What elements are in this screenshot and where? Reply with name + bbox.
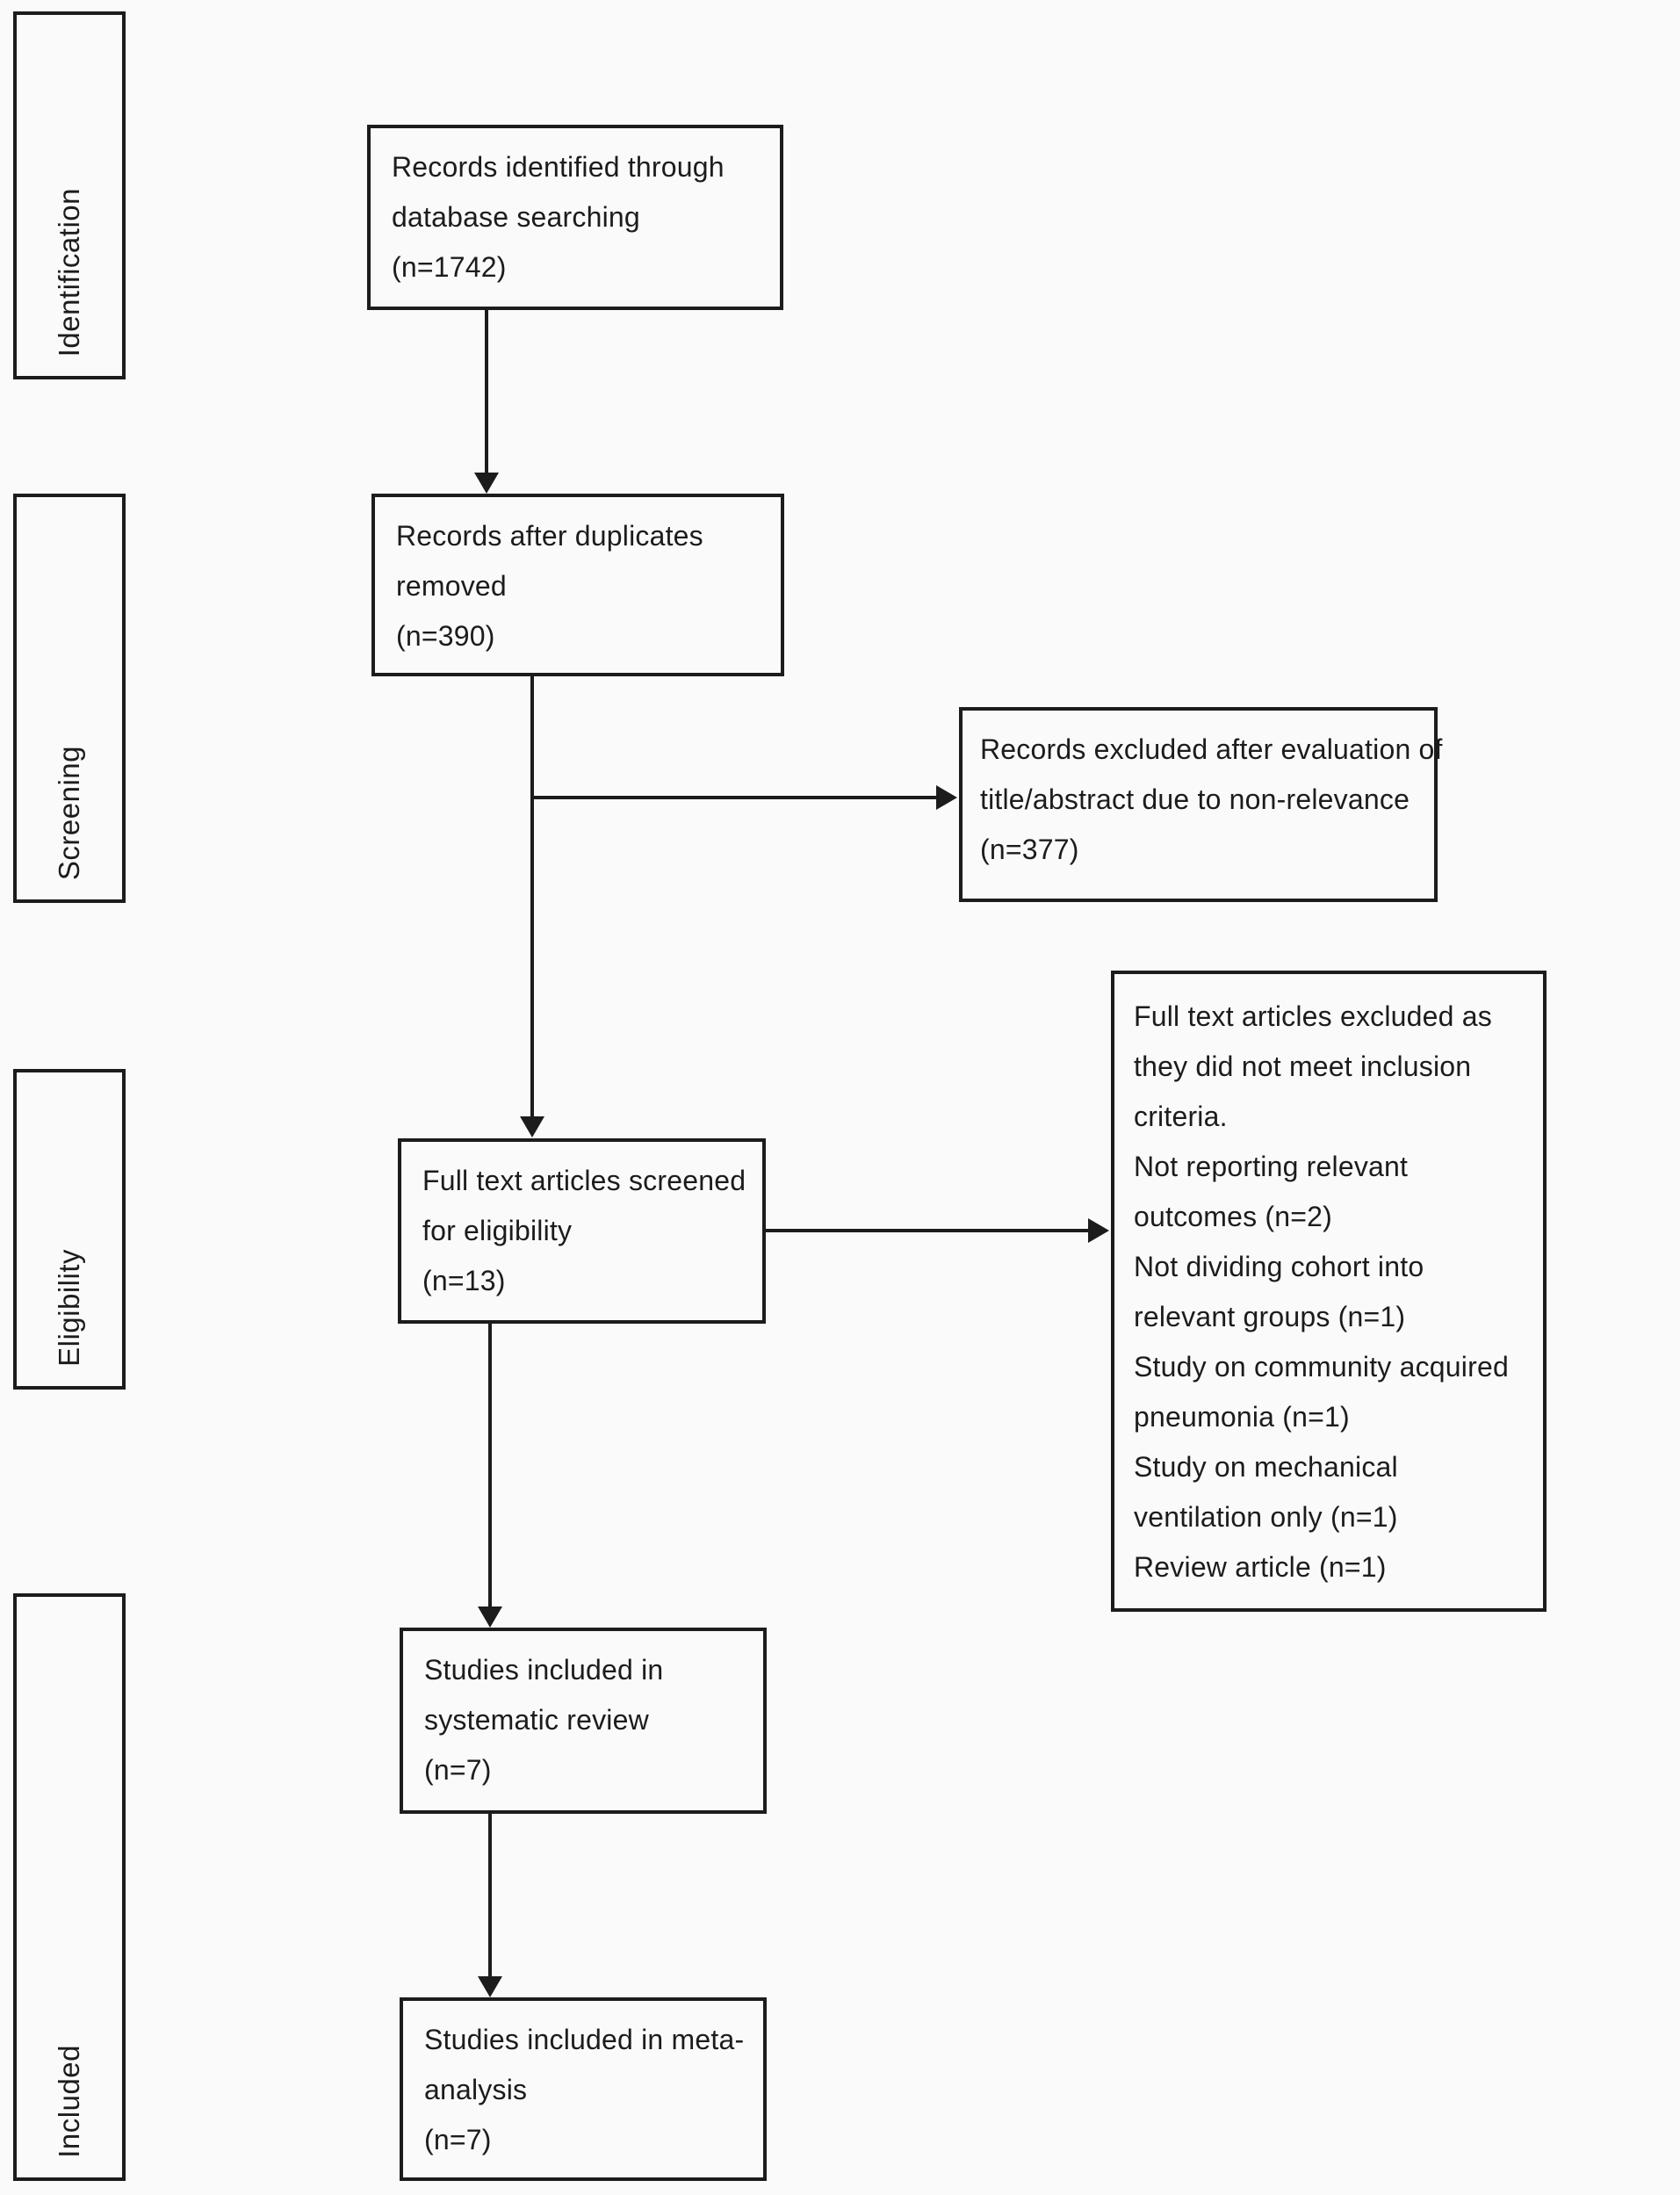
arrow-identified-to-deduplicated-line [485,310,488,473]
arrow-sysreview-to-meta-line [488,1814,492,1976]
box-text-line: (n=390) [396,620,495,652]
stage-box-screening: Screening [13,494,126,903]
box-fulltext-excluded: Full text articles excluded as they did … [1111,971,1547,1612]
box-records-after-duplicates: Records after duplicates removed (n=390) [371,494,784,676]
stage-label-eligibility: Eligibility [53,1249,85,1367]
arrowhead-right-icon [936,785,957,810]
box-text-line: (n=7) [424,1754,492,1786]
box-systematic-review: Studies included in systematic review (n… [400,1628,767,1814]
box-text-line: Records after duplicates [396,520,703,552]
box-text-line: analysis [424,2074,528,2105]
box-text-line: Full text articles screened [422,1165,746,1196]
box-text-line: (n=377) [980,834,1079,865]
box-text-line: ventilation only (n=1) [1134,1501,1398,1533]
box-meta-analysis: Studies included in meta- analysis (n=7) [400,1997,767,2181]
arrow-branch-to-fulltext-excluded-line [766,1229,1090,1232]
stage-label-identification: Identification [53,187,85,357]
box-text-line: Records excluded after evaluation of [980,733,1443,765]
box-text-line: Study on mechanical [1134,1451,1398,1483]
box-text-line: (n=1742) [392,251,507,283]
box-records-identified: Records identified through database sear… [367,125,783,310]
box-text-line: criteria. [1134,1101,1228,1132]
stage-box-eligibility: Eligibility [13,1069,126,1390]
stage-box-identification: Identification [13,11,126,379]
box-text-line: relevant groups (n=1) [1134,1301,1406,1332]
arrowhead-down-icon [478,1976,502,1997]
box-text-line: (n=13) [422,1265,506,1296]
box-text-line: Studies included in [424,1654,664,1686]
box-text-line: outcomes (n=2) [1134,1201,1333,1232]
arrowhead-down-icon [520,1116,544,1137]
box-text-line: Full text articles excluded as [1134,1000,1492,1032]
stage-box-included: Included [13,1593,126,2181]
arrow-screened-to-sysreview-line [488,1324,492,1607]
box-text-line: they did not meet inclusion [1134,1051,1472,1082]
arrowhead-down-icon [474,473,499,494]
box-records-excluded: Records excluded after evaluation of tit… [959,707,1443,902]
box-text-line: Study on community acquired [1134,1351,1509,1383]
box-text-line: Review article (n=1) [1134,1551,1387,1583]
box-fulltext-screened: Full text articles screened for eligibil… [398,1138,766,1324]
box-text-line: Studies included in meta- [424,2024,745,2055]
arrowhead-down-icon [478,1607,502,1628]
arrowhead-right-icon [1088,1218,1109,1243]
box-text-line: removed [396,570,507,602]
box-text-line: database searching [392,201,640,233]
box-text-line: (n=7) [424,2124,492,2155]
box-text-line: Records identified through [392,151,725,183]
box-text-line: Not reporting relevant [1134,1151,1409,1182]
box-text-line: pneumonia (n=1) [1134,1401,1350,1433]
box-text-line: systematic review [424,1704,649,1736]
box-text-line: for eligibility [422,1215,573,1246]
stage-label-included: Included [53,2045,85,2158]
arrow-deduplicated-to-screened-line [530,676,534,1116]
arrow-branch-to-records-excluded-line [532,796,938,799]
box-text-line: title/abstract due to non-relevance [980,783,1410,815]
stage-label-screening: Screening [53,745,85,880]
box-text-line: Not dividing cohort into [1134,1251,1424,1282]
